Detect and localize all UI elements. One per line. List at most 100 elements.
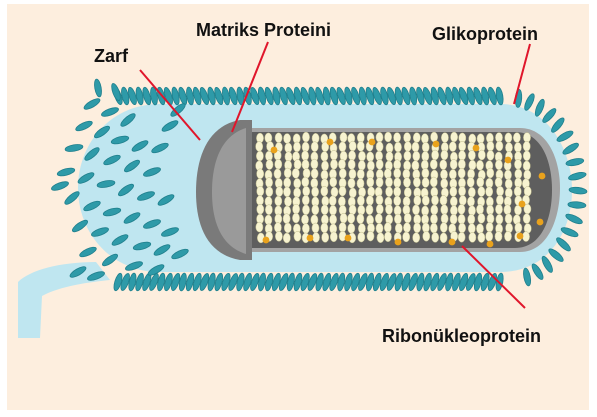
rnp-capsule — [413, 151, 420, 161]
rnp-capsule — [367, 161, 374, 171]
rnp-capsule — [330, 159, 337, 169]
rnp-capsule — [284, 223, 291, 233]
rnp-capsule — [495, 160, 502, 170]
rnp-capsule — [348, 178, 355, 188]
rnp-dot — [327, 139, 334, 146]
label-zarf: Zarf — [94, 46, 129, 66]
label-matriks-proteini: Matriks Proteini — [196, 20, 331, 40]
rnp-capsule — [440, 170, 447, 180]
rnp-capsule — [441, 150, 448, 160]
rnp-capsule — [302, 195, 309, 205]
rnp-capsule — [440, 223, 447, 233]
rnp-capsule — [275, 231, 282, 241]
rnp-capsule — [330, 232, 337, 242]
rnp-capsule — [414, 223, 421, 233]
rnp-capsule — [412, 161, 419, 171]
rnp-capsule — [303, 168, 310, 178]
rnp-capsule — [284, 134, 291, 144]
rnp-capsule — [404, 133, 411, 143]
rnp-capsule — [431, 132, 438, 142]
rnp-dot — [505, 157, 512, 164]
rnp-capsule — [349, 205, 356, 215]
rnp-capsule — [524, 170, 531, 180]
rnp-capsule — [523, 214, 530, 224]
rnp-capsule — [322, 196, 329, 206]
rnp-capsule — [376, 142, 383, 152]
rnp-capsule — [357, 214, 364, 224]
rnp-capsule — [377, 233, 384, 243]
rnp-dot — [395, 239, 402, 246]
label-glikoprotein: Glikoprotein — [432, 24, 538, 44]
rnp-capsule — [496, 214, 503, 224]
rnp-capsule — [394, 196, 401, 206]
rnp-capsule — [487, 141, 494, 151]
rnp-dot — [487, 241, 494, 248]
rnp-dot — [307, 235, 314, 242]
rnp-capsule — [384, 223, 391, 233]
glycoprotein-spike — [541, 107, 558, 125]
rnp-capsule — [357, 141, 364, 151]
rnp-capsule — [478, 213, 485, 223]
rnp-capsule — [265, 215, 272, 225]
glycoprotein-spike — [556, 129, 575, 143]
glycoprotein-spike — [568, 171, 587, 182]
rnp-capsule — [395, 223, 402, 233]
rnp-capsule — [321, 205, 328, 215]
rnp-capsule — [403, 177, 410, 187]
rnp-capsule — [340, 213, 347, 223]
rnp-capsule — [357, 178, 364, 188]
rnp-capsule — [478, 233, 485, 243]
rnp-capsule — [450, 197, 457, 207]
rnp-capsule — [468, 150, 475, 160]
rnp-capsule — [257, 169, 264, 179]
rnp-capsule — [321, 161, 328, 171]
rnp-capsule — [394, 178, 401, 188]
rnp-capsule — [495, 204, 502, 214]
rnp-capsule — [413, 133, 420, 143]
rnp-capsule — [367, 177, 374, 187]
rnp-capsule — [293, 142, 300, 152]
ribonucleoprotein-capsules — [256, 132, 546, 247]
rnp-capsule — [422, 178, 429, 188]
rnp-capsule — [358, 205, 365, 215]
rnp-capsule — [441, 179, 448, 189]
rnp-capsule — [349, 169, 356, 179]
rnp-capsule — [329, 196, 336, 206]
rnp-capsule — [329, 205, 336, 215]
rnp-capsule — [357, 196, 364, 206]
rnp-capsule — [486, 187, 493, 197]
rnp-capsule — [477, 177, 484, 187]
glycoprotein-spike — [63, 190, 81, 206]
rnp-capsule — [423, 231, 430, 241]
glycoprotein-spike — [65, 143, 84, 152]
rnp-capsule — [256, 151, 263, 161]
rnp-capsule — [257, 204, 264, 214]
rnp-capsule — [458, 204, 465, 214]
rnp-capsule — [476, 224, 483, 234]
rnp-capsule — [404, 151, 411, 161]
rnp-capsule — [430, 214, 437, 224]
rnp-capsule — [283, 187, 290, 197]
rnp-capsule — [413, 233, 420, 243]
rnp-capsule — [441, 205, 448, 215]
rnp-capsule — [451, 132, 458, 142]
rnp-capsule — [430, 159, 437, 169]
rnp-capsule — [375, 214, 382, 224]
rnp-capsule — [459, 186, 466, 196]
rnp-capsule — [467, 197, 474, 207]
rnp-capsule — [376, 177, 383, 187]
rnp-capsule — [468, 187, 475, 197]
rnp-capsule — [487, 168, 494, 178]
rnp-capsule — [478, 187, 485, 197]
rnp-capsule — [495, 177, 502, 187]
rnp-capsule — [266, 187, 273, 197]
rnp-capsule — [275, 159, 282, 169]
glycoprotein-spike — [565, 157, 584, 167]
rnp-capsule — [338, 159, 345, 169]
rnp-capsule — [321, 223, 328, 233]
rnp-capsule — [495, 231, 502, 241]
rnp-capsule — [412, 205, 419, 215]
rnp-capsule — [459, 141, 466, 151]
glycoprotein-spike — [555, 236, 573, 253]
